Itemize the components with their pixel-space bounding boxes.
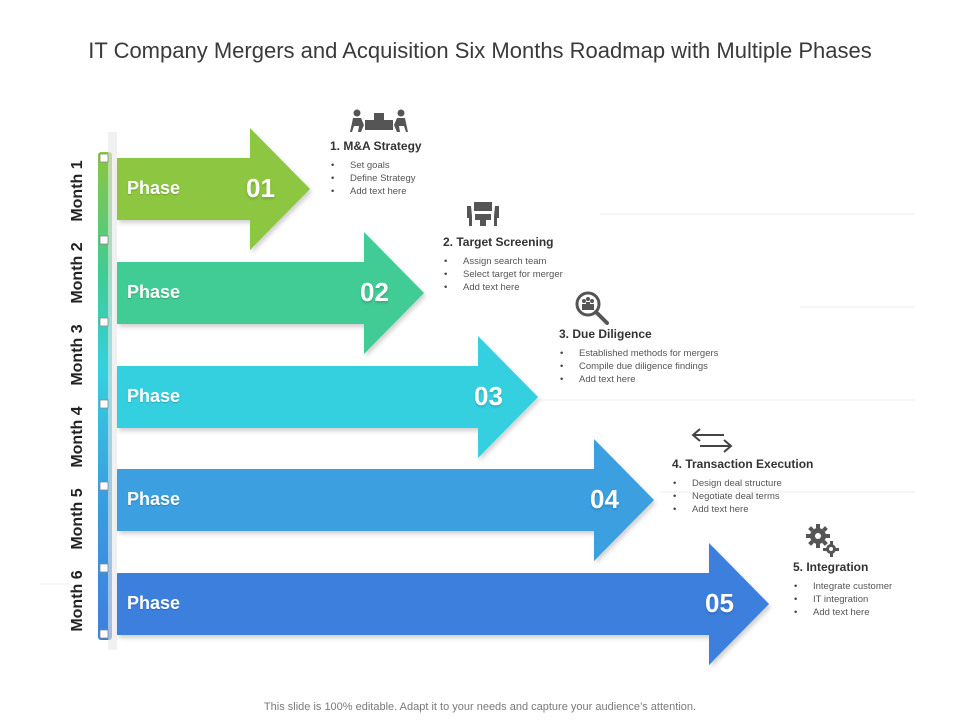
phase-arrow-1 bbox=[117, 128, 310, 250]
phase-number: 01 bbox=[246, 173, 275, 203]
phase-label: Phase bbox=[127, 386, 181, 406]
phase-number: 03 bbox=[474, 381, 503, 411]
step-block-5: 5. IntegrationIntegrate customerIT integ… bbox=[793, 560, 892, 619]
phase-number: 04 bbox=[590, 484, 619, 514]
step-bullet: Select target for merger bbox=[444, 268, 563, 281]
step-bullet: Compile due diligence findings bbox=[560, 360, 718, 373]
step-bullet: Assign search team bbox=[444, 255, 563, 268]
step-bullet: Add text here bbox=[331, 185, 422, 198]
step-block-2: 2. Target ScreeningAssign search teamSel… bbox=[443, 235, 563, 294]
step-bullet: Add text here bbox=[794, 606, 892, 619]
step-bullet-list: Assign search teamSelect target for merg… bbox=[443, 255, 563, 294]
step-bullet-list: Established methods for mergersCompile d… bbox=[559, 347, 718, 386]
phase-arrow-3 bbox=[117, 336, 538, 458]
step-heading: 2. Target Screening bbox=[443, 235, 554, 249]
step-bullet: Add text here bbox=[444, 281, 563, 294]
step-bullet: Negotiate deal terms bbox=[673, 490, 813, 503]
step-bullet-list: Integrate customerIT integrationAdd text… bbox=[793, 580, 892, 619]
slide-title: IT Company Mergers and Acquisition Six M… bbox=[88, 38, 872, 63]
month-label-1: Month 1 bbox=[69, 160, 86, 222]
month-label-2: Month 2 bbox=[69, 242, 86, 304]
step-bullet: Integrate customer bbox=[794, 580, 892, 593]
phase-label: Phase bbox=[127, 178, 181, 198]
phase-label: Phase bbox=[127, 593, 181, 613]
month-label-4: Month 4 bbox=[69, 406, 86, 468]
month-label-3: Month 3 bbox=[69, 324, 86, 386]
footer-note: This slide is 100% editable. Adapt it to… bbox=[263, 701, 697, 713]
step-bullet: Established methods for mergers bbox=[560, 347, 718, 360]
phase-label: Phase bbox=[127, 282, 181, 302]
step-block-3: 3. Due DiligenceEstablished methods for … bbox=[559, 327, 718, 386]
step-bullet-list: Set goalsDefine StrategyAdd text here bbox=[330, 159, 422, 198]
phase-arrow-5 bbox=[117, 543, 769, 665]
step-bullet: Design deal structure bbox=[673, 477, 813, 490]
phase-arrow-4 bbox=[117, 439, 654, 561]
timeline-markers bbox=[99, 153, 109, 639]
step-bullet: Add text here bbox=[673, 503, 813, 516]
phase-arrow-2 bbox=[117, 232, 424, 354]
step-bullet: Add text here bbox=[560, 373, 718, 386]
step-heading: 3. Due Diligence bbox=[559, 327, 652, 341]
step-heading: 4. Transaction Execution bbox=[672, 457, 814, 471]
step-block-4: 4. Transaction ExecutionDesign deal stru… bbox=[672, 457, 813, 516]
step-bullet: Set goals bbox=[331, 159, 422, 172]
phase-number: 02 bbox=[360, 277, 389, 307]
step-block-1: 1. M&A StrategySet goalsDefine StrategyA… bbox=[330, 139, 422, 198]
step-bullet: Define Strategy bbox=[331, 172, 422, 185]
month-label-6: Month 6 bbox=[69, 570, 86, 632]
step-bullet: IT integration bbox=[794, 593, 892, 606]
month-label-5: Month 5 bbox=[69, 488, 86, 550]
step-bullet-list: Design deal structureNegotiate deal term… bbox=[672, 477, 813, 516]
step-heading: 5. Integration bbox=[793, 560, 869, 574]
phase-label: Phase bbox=[127, 489, 181, 509]
step-heading: 1. M&A Strategy bbox=[330, 139, 422, 153]
phase-number: 05 bbox=[705, 588, 734, 618]
